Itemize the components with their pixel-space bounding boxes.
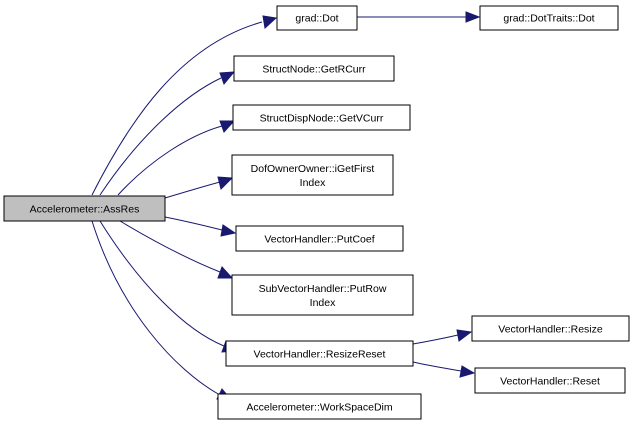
node-vectorhandler-putcoef[interactable]: VectorHandler::PutCoef <box>235 225 404 252</box>
edge-root-to-putcoef <box>164 216 237 237</box>
node-label: VectorHandler::Resize <box>498 324 603 336</box>
node-label: VectorHandler::ResizeReset <box>254 349 386 361</box>
edge-root-to-igetfirstindex <box>164 176 234 199</box>
node-label: StructDispNode::GetVCurr <box>260 113 384 125</box>
edge-root-to-workspacedim <box>91 220 234 402</box>
node-label: grad::DotTraits::Dot <box>503 13 594 25</box>
node-vectorhandler-resize[interactable]: VectorHandler::Resize <box>471 315 630 342</box>
node-label-line-2: Index <box>300 177 326 189</box>
node-structdispnode-getvcurr[interactable]: StructDispNode::GetVCurr <box>232 104 411 131</box>
edge-resizereset-to-reset <box>412 361 476 378</box>
node-label: StructNode::GetRCurr <box>262 64 366 76</box>
node-label: VectorHandler::PutCoef <box>264 234 374 246</box>
node-label-line-2: Index <box>310 297 336 309</box>
node-subvectorhandler-putrowindex[interactable]: SubVectorHandler::PutRow Index <box>231 274 414 316</box>
edge-root-to-getvcurr <box>117 120 236 196</box>
edge-grad-dot-to-dottraits-dot <box>357 11 481 23</box>
node-label: VectorHandler::Reset <box>500 376 600 388</box>
edge-root-to-grad-dot <box>91 15 278 196</box>
node-label: Accelerometer::WorkSpaceDim <box>246 402 393 414</box>
node-label: Accelerometer::AssRes <box>30 204 140 216</box>
nodes: Accelerometer::AssRes grad::Dot grad::Do… <box>3 5 630 420</box>
edge-root-to-getrcurr <box>99 71 236 196</box>
node-accelerometer-assres[interactable]: Accelerometer::AssRes <box>3 195 166 222</box>
node-structnode-getrcurr[interactable]: StructNode::GetRCurr <box>233 55 395 82</box>
node-grad-dottraits-dot[interactable]: grad::DotTraits::Dot <box>479 5 619 31</box>
node-label-line-1: SubVectorHandler::PutRow <box>259 283 387 295</box>
node-vectorhandler-resizereset[interactable]: VectorHandler::ResizeReset <box>225 340 414 367</box>
node-grad-dot[interactable]: grad::Dot <box>276 5 358 31</box>
edge-root-to-putrowindex <box>119 220 234 279</box>
node-dofownerowner-igetfirstindex[interactable]: DofOwnerOwner::iGetFirst Index <box>231 154 394 196</box>
edge-root-to-resizereset <box>99 220 239 353</box>
node-label: grad::Dot <box>295 13 338 25</box>
edge-resizereset-to-resize <box>412 329 473 345</box>
node-label-line-1: DofOwnerOwner::iGetFirst <box>251 163 375 175</box>
node-vectorhandler-reset[interactable]: VectorHandler::Reset <box>474 367 626 394</box>
node-accelerometer-workspacedim[interactable]: Accelerometer::WorkSpaceDim <box>217 393 422 420</box>
